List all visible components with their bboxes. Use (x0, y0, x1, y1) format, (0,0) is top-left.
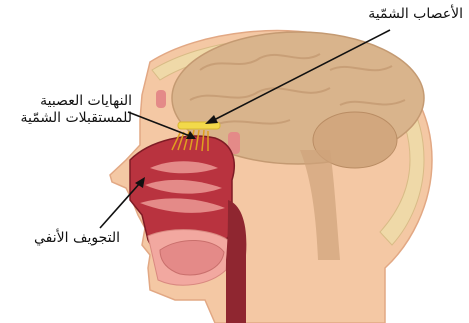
label-olfactory-nerves: الأعصاب الشمّية (323, 6, 463, 23)
label-nerve-endings-line1: النهايات العصبية (4, 93, 132, 110)
frontal-sinus (156, 90, 166, 108)
label-nerve-endings: النهايات العصبية للمستقبلات الشمّية (4, 93, 132, 127)
label-nerve-endings-line2: للمستقبلات الشمّية (4, 110, 132, 127)
label-nasal-cavity: التجويف الأنفي (10, 230, 120, 247)
